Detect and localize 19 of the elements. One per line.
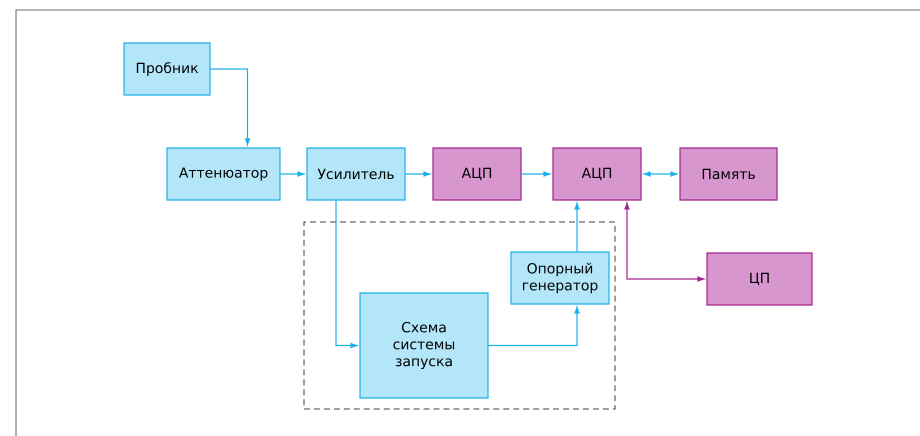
process-box: Усилитель [306,147,406,201]
dashed-box [304,222,616,410]
arrow [406,171,430,177]
process-box: Опорный генератор [510,251,610,305]
process-box: Память [679,147,778,201]
arrow [488,306,580,346]
process-box: Аттенюатор [166,147,281,201]
process-box: АЦП [552,147,642,201]
arrow [280,171,304,177]
arrow [574,202,580,252]
arrow [210,68,250,146]
process-box: ЦП [706,252,813,306]
process-box: Пробник [123,42,211,96]
arrow [335,200,358,348]
arrow [522,171,550,177]
process-box: АЦП [432,147,522,201]
arrow [624,202,704,282]
process-box: Схема системы запуска [359,292,489,399]
arrow [644,171,678,177]
